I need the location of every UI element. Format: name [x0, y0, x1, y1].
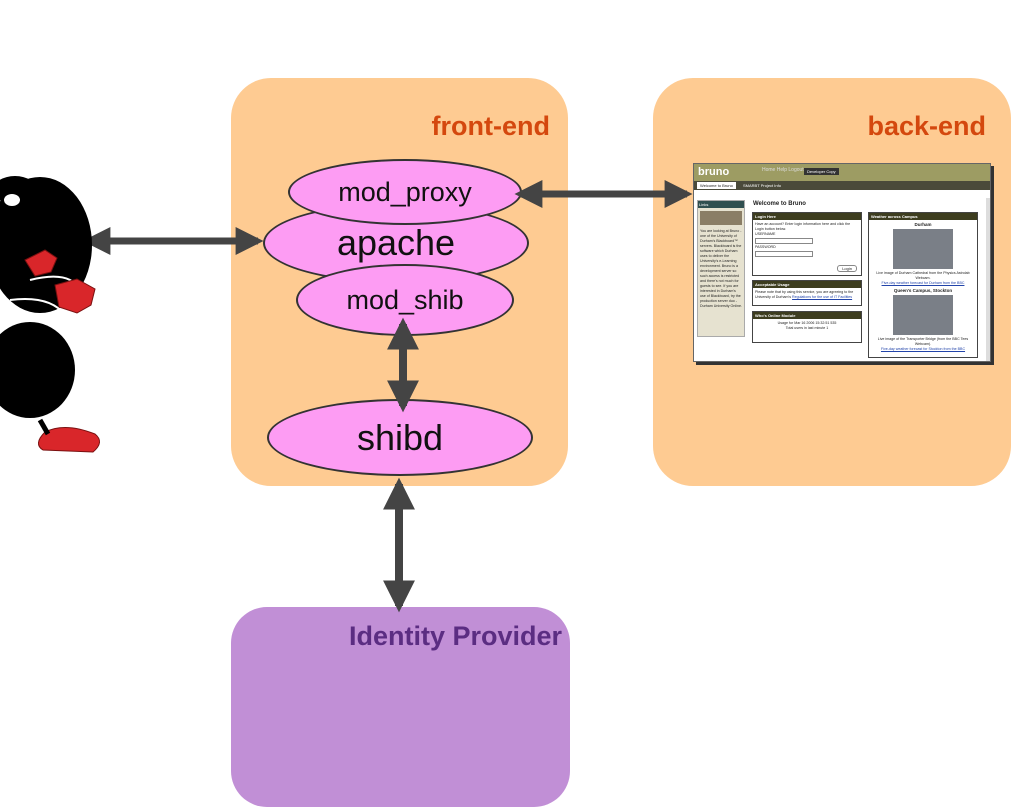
username-field — [755, 238, 813, 244]
sidebar-header: Links — [698, 201, 744, 208]
developer-copy-badge: Developer Copy — [804, 168, 839, 175]
online-usage: Usage for Mar 16 2006 15:32:51 535 — [777, 321, 837, 325]
duo-logo-image — [700, 211, 742, 225]
weather-header: Weather across Campus — [869, 213, 977, 220]
tab-welcome: Welcome to Bruno — [697, 182, 736, 189]
stockton-caption: Live image of the Transporter Bridge (fr… — [877, 337, 969, 346]
online-header: Who's Online Module — [753, 312, 861, 319]
mod-proxy-label: mod_proxy — [338, 176, 472, 207]
durham-title: Durham — [914, 222, 932, 227]
mod-shib-label: mod_shib — [346, 284, 464, 315]
stockton-title: Queen's Campus, Stockton — [893, 288, 953, 293]
whos-online-panel: Who's Online Module Usage for Mar 16 200… — [752, 311, 862, 343]
bruno-screenshot: bruno Home Help Logout Developer Copy We… — [693, 163, 991, 362]
online-total: Total users in last minute 1 — [785, 326, 829, 330]
username-label: USERNAME — [755, 232, 776, 236]
durham-link: Five-day weather forecast for Durham fro… — [881, 281, 965, 285]
sidebar-text: You are looking at Bruno - one of the Un… — [700, 229, 742, 308]
diagram-overlay — [0, 176, 693, 613]
password-field — [755, 251, 813, 257]
stockton-webcam-image — [893, 295, 953, 335]
durham-webcam-image — [893, 229, 953, 269]
screenshot-nav-icons: Home Help Logout — [762, 167, 804, 173]
screenshot-tabs: Welcome to Bruno SMARBT Project Info — [694, 181, 990, 190]
durham-caption: Live image of Durham Cathedral from the … — [876, 271, 970, 280]
screenshot-topbar: bruno Home Help Logout Developer Copy — [694, 164, 990, 181]
bruno-logo: bruno — [698, 166, 730, 178]
login-text: Have an account? Enter login information… — [755, 222, 851, 231]
usage-link: Regulations for the use of IT Facilities — [792, 295, 853, 299]
cartoon-character-icon — [0, 176, 100, 453]
usage-header: Acceptable Usage — [753, 281, 861, 288]
login-panel: Login Here Have an account? Enter login … — [752, 212, 862, 276]
tab-project-info: SMARBT Project Info — [743, 183, 781, 188]
password-label: PASSWORD — [755, 245, 776, 249]
screenshot-sidebar: Links You are looking at Bruno - one of … — [697, 200, 745, 337]
apache-label: apache — [336, 222, 456, 263]
login-button: Login — [837, 265, 857, 272]
login-header: Login Here — [753, 213, 861, 220]
usage-panel: Acceptable Usage Please note that by usi… — [752, 280, 862, 306]
shibd-label: shibd — [356, 416, 444, 458]
usage-text: Please note that by using this service, … — [755, 290, 854, 299]
weather-panel: Weather across Campus Durham Live image … — [868, 212, 978, 358]
screenshot-scrollbar — [986, 198, 990, 361]
identity-provider-title: Identity Provider — [348, 621, 562, 651]
stockton-link: Five-day weather forecast for Stockton f… — [880, 347, 966, 351]
front-end-title: front-end — [431, 111, 550, 141]
welcome-title: Welcome to Bruno — [753, 201, 806, 207]
back-end-title: back-end — [867, 111, 986, 141]
